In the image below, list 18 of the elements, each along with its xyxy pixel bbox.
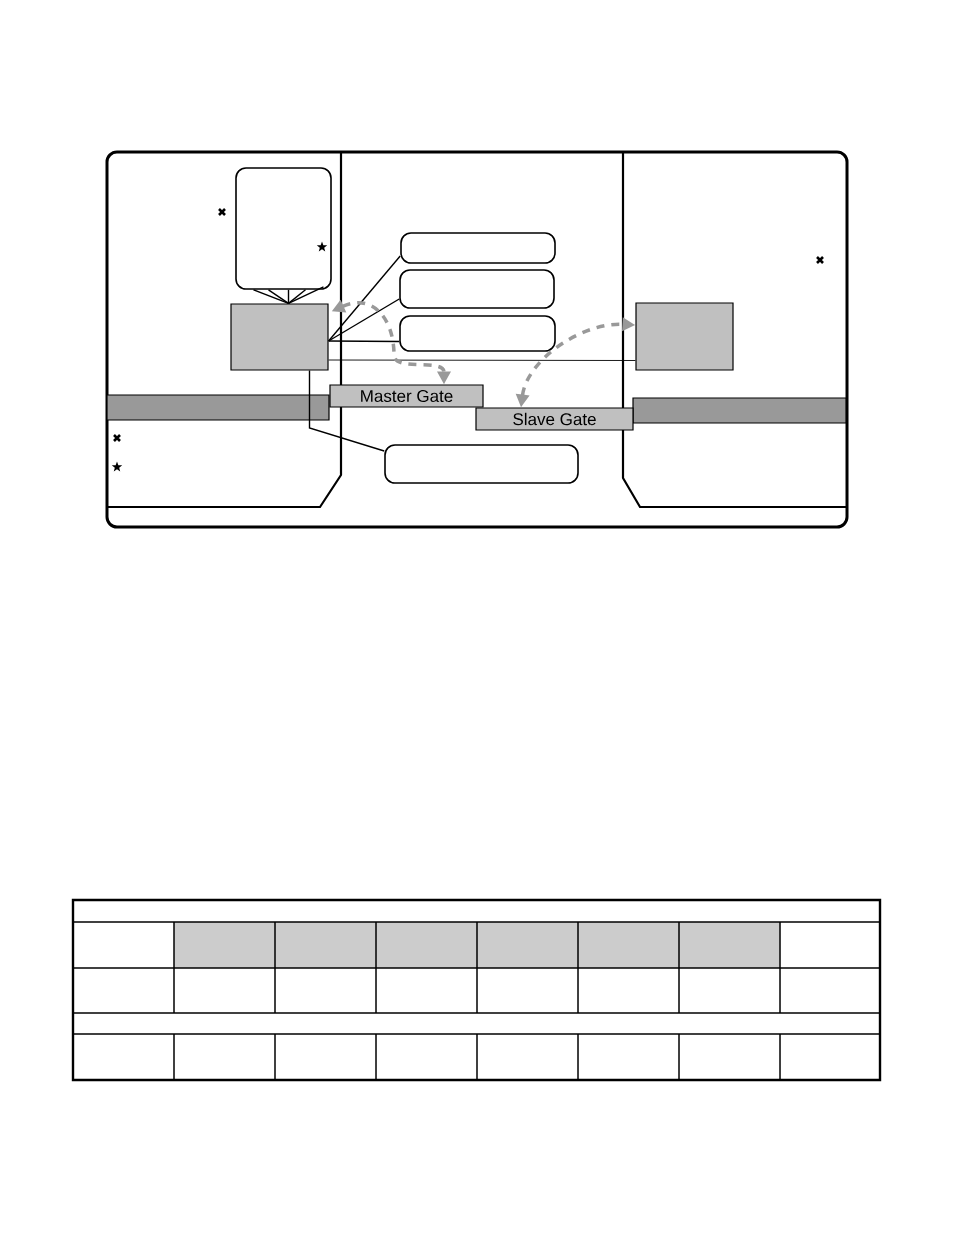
connector-line xyxy=(327,298,400,342)
rounded-box xyxy=(399,315,556,352)
rounded-box xyxy=(235,167,332,290)
gate-box: Master Gate xyxy=(329,384,484,408)
rounded-box xyxy=(384,444,579,484)
shaded-box xyxy=(635,302,734,371)
connector-line xyxy=(287,289,290,305)
rounded-box xyxy=(399,269,555,309)
connector-line xyxy=(327,340,400,343)
shaded-box xyxy=(230,303,329,371)
rounded-box xyxy=(400,232,556,264)
connector-line xyxy=(267,289,290,305)
connector-line xyxy=(328,359,636,361)
connector-line xyxy=(327,255,401,342)
connector-line xyxy=(287,289,307,305)
connector-line xyxy=(287,286,325,305)
connector-line xyxy=(308,369,385,452)
gate-box: Slave Gate xyxy=(475,407,634,431)
